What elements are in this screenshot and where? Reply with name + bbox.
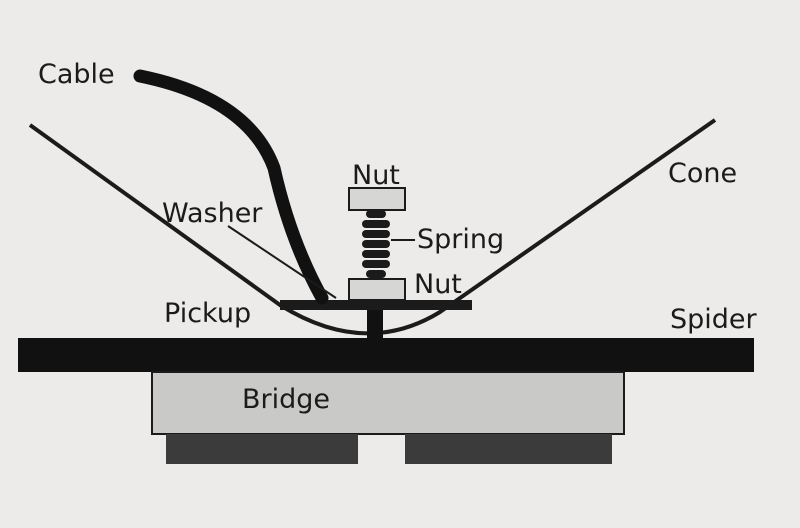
bridge-block [151, 371, 625, 435]
bridge-foot-right [405, 434, 612, 464]
label-spring: Spring [417, 224, 504, 255]
label-spider: Spider [670, 304, 758, 335]
label-washer: Washer [162, 198, 263, 229]
label-nut-top: Nut [352, 160, 400, 191]
cone-line [28, 118, 717, 336]
label-pickup: Pickup [164, 298, 251, 329]
label-cable: Cable [38, 59, 115, 90]
spider-bar [18, 338, 754, 372]
label-cone: Cone [668, 158, 737, 189]
pickup-plate [280, 300, 472, 310]
bridge-foot-left [166, 434, 358, 464]
label-nut-lower: Nut [414, 269, 462, 300]
cable-line [133, 69, 329, 305]
top-nut [348, 187, 406, 211]
spring-coil [362, 210, 390, 278]
lower-nut [348, 278, 406, 301]
center-stud [367, 305, 383, 341]
label-bridge: Bridge [242, 384, 330, 415]
washer-leader [227, 225, 337, 299]
